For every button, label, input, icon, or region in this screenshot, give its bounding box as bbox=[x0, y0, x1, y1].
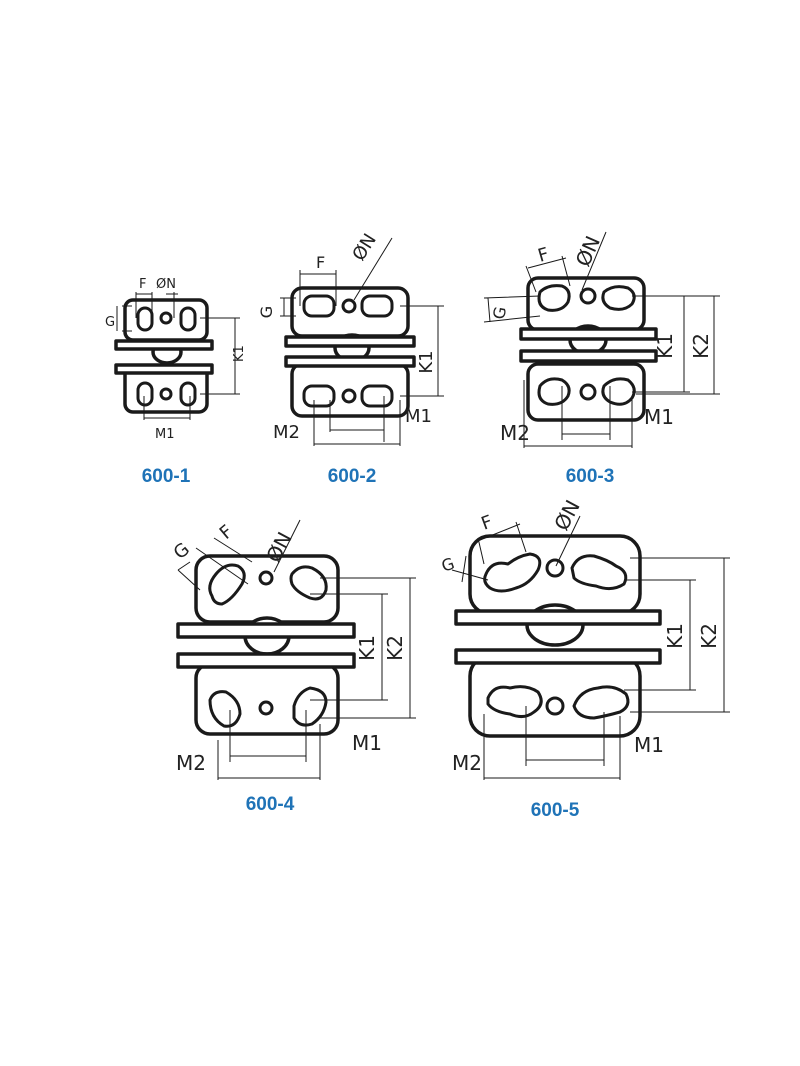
leaf-bar-upper bbox=[176, 622, 356, 639]
slot-hole bbox=[601, 285, 636, 311]
hinge-body bbox=[114, 298, 214, 414]
dim-label-m2: M2 bbox=[176, 751, 206, 775]
slot-hole bbox=[136, 306, 154, 332]
slot-hole bbox=[483, 552, 542, 593]
hinge-body bbox=[284, 286, 416, 418]
model-label: 600-2 bbox=[328, 466, 377, 487]
dim-label-g: G bbox=[489, 305, 510, 321]
dim-label-m1: M1 bbox=[352, 731, 382, 755]
dimension-lines bbox=[280, 237, 444, 446]
leaf-bar-lower bbox=[454, 648, 662, 665]
round-hole bbox=[579, 383, 597, 401]
dim-label-m1: M1 bbox=[155, 427, 175, 442]
dim-label-n: ØN bbox=[156, 277, 176, 292]
dim-label-m1: M1 bbox=[405, 406, 432, 427]
dim-label-k1: K1 bbox=[663, 623, 687, 649]
slot-hole bbox=[572, 685, 630, 720]
slot-hole bbox=[302, 294, 336, 318]
dim-label-k1: K1 bbox=[653, 333, 677, 359]
hinge-600-2: F ØN G K1 M1 M2 600-2 bbox=[257, 230, 444, 487]
slot-hole bbox=[179, 381, 197, 407]
leaf-bar-lower bbox=[519, 349, 658, 363]
hinge-600-1: F ØN G K1 M1 600-1 bbox=[105, 277, 247, 487]
model-label: 600-1 bbox=[142, 466, 191, 487]
slot-hole bbox=[292, 686, 328, 727]
round-hole bbox=[258, 700, 274, 716]
dim-label-m1: M1 bbox=[634, 733, 664, 757]
dim-label-f: F bbox=[139, 277, 146, 292]
dim-label-f: F bbox=[316, 253, 325, 272]
hinge-body bbox=[454, 534, 662, 738]
round-hole bbox=[341, 298, 357, 314]
dimension-lines bbox=[483, 231, 720, 448]
slot-hole bbox=[179, 306, 197, 332]
dimension-lines bbox=[451, 515, 730, 780]
leaf-bar-upper bbox=[454, 609, 662, 626]
model-label: 600-3 bbox=[566, 466, 615, 487]
slot-hole bbox=[570, 554, 628, 591]
slot-hole bbox=[208, 563, 246, 606]
slot-hole bbox=[302, 384, 336, 408]
slot-hole bbox=[486, 685, 543, 719]
model-label: 600-5 bbox=[531, 800, 580, 821]
dim-label-g: G bbox=[257, 306, 276, 318]
dimension-lines bbox=[177, 519, 416, 780]
leaf-bar-lower bbox=[176, 652, 356, 669]
dim-label-k1: K1 bbox=[232, 345, 247, 362]
dim-label-n: ØN bbox=[571, 232, 605, 270]
round-hole bbox=[579, 287, 597, 305]
dim-label-k2: K2 bbox=[383, 635, 407, 661]
dim-label-f: F bbox=[536, 244, 552, 267]
dim-label-g: G bbox=[105, 315, 115, 330]
round-hole bbox=[159, 311, 173, 325]
dim-label-n: ØN bbox=[549, 496, 585, 534]
hinge-body bbox=[519, 276, 658, 422]
leaf-bar-upper bbox=[519, 327, 658, 341]
leaf-bar-lower bbox=[284, 355, 416, 368]
leaf-bar-upper bbox=[284, 335, 416, 348]
slot-hole bbox=[136, 381, 154, 407]
leaf-bar-lower bbox=[114, 363, 214, 375]
dim-label-n: ØN bbox=[348, 230, 380, 265]
slot-hole bbox=[360, 294, 394, 318]
round-hole bbox=[545, 558, 565, 578]
dim-label-g: G bbox=[170, 539, 194, 564]
dim-label-m2: M2 bbox=[500, 421, 530, 445]
dim-label-k1: K1 bbox=[416, 350, 437, 373]
dim-label-f: F bbox=[216, 521, 237, 544]
dim-label-g: G bbox=[439, 554, 457, 576]
dim-label-k1: K1 bbox=[355, 635, 379, 661]
leaf-bar-upper bbox=[114, 339, 214, 351]
slot-hole bbox=[601, 377, 636, 406]
slot-hole bbox=[537, 377, 571, 406]
round-hole bbox=[545, 696, 565, 716]
dim-label-f: F bbox=[479, 511, 496, 534]
hinge-600-5: F ØN G K1 K2 M1 M2 600-5 bbox=[439, 496, 730, 821]
dimension-lines bbox=[116, 292, 240, 420]
hinge-600-4: G F ØN K1 K2 M1 M2 600-4 bbox=[170, 519, 416, 815]
dim-label-k2: K2 bbox=[689, 333, 713, 359]
slot-hole bbox=[537, 284, 571, 312]
dim-label-m1: M1 bbox=[644, 405, 674, 429]
hinge-body bbox=[176, 554, 356, 736]
slot-hole bbox=[360, 384, 394, 408]
slot-hole bbox=[289, 565, 328, 601]
model-label: 600-4 bbox=[246, 794, 295, 815]
round-hole bbox=[159, 387, 173, 401]
dim-label-m2: M2 bbox=[273, 422, 300, 443]
slot-hole bbox=[208, 690, 242, 728]
dim-label-m2: M2 bbox=[452, 751, 482, 775]
round-hole bbox=[258, 570, 274, 586]
round-hole bbox=[341, 388, 357, 404]
dim-label-k2: K2 bbox=[697, 623, 721, 649]
hinge-600-3: F ØN G K1 K2 M1 M2 600-3 bbox=[483, 231, 720, 487]
